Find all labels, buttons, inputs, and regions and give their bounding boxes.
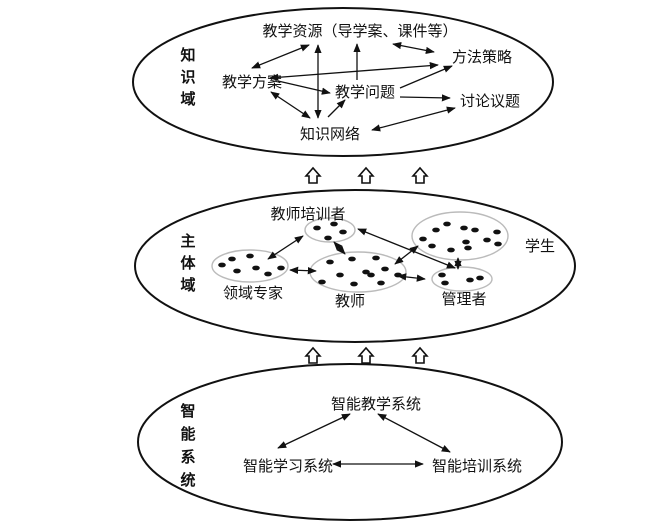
- member-dot: [381, 266, 389, 272]
- up-arrows: [304, 166, 429, 364]
- member-dot: [218, 262, 226, 268]
- node-training-system: 智能培训系统: [432, 457, 522, 475]
- member-dot: [493, 229, 501, 235]
- side-label-char: 域: [180, 90, 195, 108]
- relation-arrow: [270, 91, 311, 119]
- up-arrow-icon: [304, 346, 322, 364]
- knowledge-domain-label: 知识域: [180, 46, 195, 108]
- student-cluster: [411, 211, 509, 261]
- relation-arrow: [289, 266, 317, 275]
- node-manager: 管理者: [441, 290, 486, 308]
- member-dot: [432, 227, 440, 233]
- relation-arrow: [377, 413, 451, 453]
- member-dot: [233, 268, 241, 274]
- side-label-char: 智: [180, 402, 195, 420]
- node-network: 知识网络: [300, 125, 360, 143]
- up-arrow-icon: [304, 166, 322, 184]
- side-label-char: 主: [180, 232, 195, 250]
- node-topics: 讨论议题: [460, 92, 520, 110]
- member-dot: [252, 265, 260, 271]
- side-label-char: 知: [180, 46, 195, 64]
- node-teaching-system: 智能教学系统: [331, 395, 421, 413]
- member-dot: [277, 265, 285, 271]
- member-dot: [318, 279, 326, 285]
- member-dot: [362, 269, 370, 275]
- up-arrow-icon: [357, 166, 375, 184]
- up-arrow-icon: [357, 346, 375, 364]
- relation-arrow: [277, 80, 331, 95]
- relation-arrows: [251, 41, 462, 468]
- member-dot: [228, 256, 236, 262]
- member-dot: [372, 255, 380, 261]
- subject-domain-ellipse: [134, 189, 576, 343]
- relation-arrow: [327, 99, 346, 118]
- member-dot: [438, 272, 446, 278]
- node-expert: 领域专家: [223, 284, 283, 302]
- member-dot: [419, 236, 427, 242]
- knowledge-domain-ellipse: [132, 7, 554, 157]
- member-dot: [441, 280, 449, 286]
- member-dot: [326, 259, 334, 265]
- node-student: 学生: [525, 237, 555, 255]
- relation-arrow: [333, 241, 346, 255]
- node-resources: 教学资源（导学案、课件等）: [262, 22, 457, 40]
- relation-arrow: [267, 235, 304, 260]
- relation-arrow: [251, 44, 310, 69]
- member-dot: [462, 239, 470, 245]
- node-problems: 教学问题: [335, 83, 395, 101]
- node-teacher: 教师: [335, 292, 365, 310]
- up-arrow-icon: [411, 346, 429, 364]
- relation-arrow: [277, 413, 351, 449]
- member-dot: [330, 221, 338, 227]
- up-arrow-icon: [411, 166, 429, 184]
- member-dot: [464, 245, 472, 251]
- side-label-char: 系: [180, 448, 195, 466]
- member-dot: [348, 256, 356, 262]
- side-label-char: 域: [180, 276, 195, 294]
- member-dot: [447, 247, 455, 253]
- member-dot: [324, 235, 332, 241]
- relation-arrow: [371, 106, 456, 132]
- intelligent-system-ellipse: [137, 363, 563, 521]
- member-dot: [443, 221, 451, 227]
- node-methods: 方法策略: [452, 48, 512, 66]
- teacher-cluster: [309, 251, 407, 293]
- subject-clusters: [211, 211, 509, 293]
- node-learning-system: 智能学习系统: [243, 457, 333, 475]
- relation-arrow: [269, 62, 439, 81]
- member-dot: [428, 243, 436, 249]
- member-dot: [466, 277, 474, 283]
- relation-arrow: [392, 41, 435, 55]
- member-dot: [350, 281, 358, 287]
- member-dot: [339, 229, 347, 235]
- trainer-cluster: [304, 217, 356, 243]
- node-trainer: 教师培训者: [270, 205, 345, 223]
- subject-domain-label: 主体域: [180, 232, 196, 294]
- member-dot: [367, 272, 375, 278]
- member-dot: [313, 225, 321, 231]
- node-plan: 教学方案: [222, 73, 282, 91]
- relation-arrow: [399, 65, 453, 89]
- side-label-char: 识: [180, 68, 195, 86]
- member-dot: [460, 225, 468, 231]
- relation-arrow: [399, 94, 451, 102]
- member-dot: [246, 253, 254, 259]
- side-label-char: 统: [180, 471, 195, 489]
- side-label-char: 能: [180, 425, 195, 443]
- member-dot: [483, 237, 491, 243]
- relation-arrow: [397, 273, 426, 282]
- member-dot: [494, 241, 502, 247]
- relation-arrow: [394, 245, 419, 265]
- member-dot: [476, 275, 484, 281]
- member-dot: [471, 227, 479, 233]
- member-dot: [336, 272, 344, 278]
- side-label-char: 体: [180, 254, 196, 272]
- member-dot: [264, 271, 272, 277]
- member-dot: [377, 280, 385, 286]
